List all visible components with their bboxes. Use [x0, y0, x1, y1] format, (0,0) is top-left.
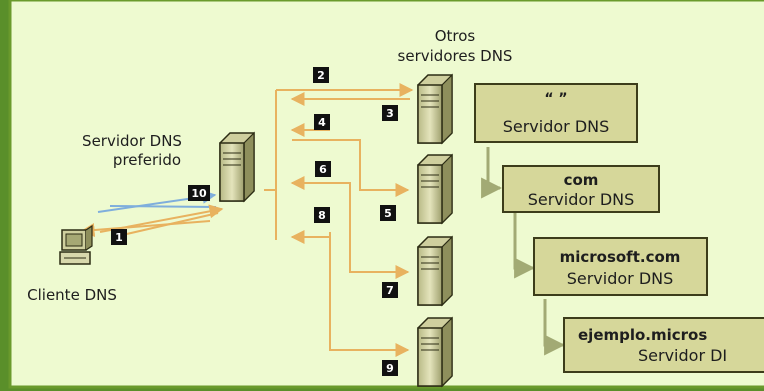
step-badge-3: 3: [382, 105, 398, 121]
zone-box-com: com Servidor DNS: [502, 165, 660, 213]
zone-box-ejemplo: ejemplo.micros Servidor DI: [563, 317, 764, 373]
preferred-server-label-line1: Servidor DNS: [82, 132, 182, 150]
other-servers-label-line2: servidores DNS: [398, 47, 513, 65]
step-badge-2-label: 2: [317, 69, 325, 82]
zone-box-root-name: “ ”: [544, 91, 567, 107]
step-badge-7-label: 7: [386, 284, 394, 297]
step-badge-4: 4: [314, 114, 330, 130]
zone-box-microsoft: microsoft.com Servidor DNS: [533, 237, 708, 296]
step-badge-3-label: 3: [386, 107, 394, 120]
step-badge-9-label: 9: [386, 362, 394, 375]
step-badge-1-label: 1: [115, 231, 123, 244]
step-badge-4-label: 4: [318, 116, 326, 129]
query-bracket: [264, 90, 277, 240]
zone-tree-connectors: [481, 147, 566, 356]
iterative-query-arrows: [276, 83, 414, 357]
zone-box-root: “ ” Servidor DNS: [474, 83, 638, 143]
zone-box-com-name: com: [564, 171, 599, 189]
step-badge-2: 2: [313, 67, 329, 83]
step-badge-6: 6: [315, 161, 331, 177]
root-server-icon: [417, 74, 453, 144]
step-badge-8: 8: [314, 207, 330, 223]
com-server-icon: [417, 154, 453, 224]
step-badge-10: 10: [188, 185, 210, 201]
step-badge-5-label: 5: [384, 207, 392, 220]
step-badge-5: 5: [380, 205, 396, 221]
step-badge-9: 9: [382, 360, 398, 376]
zone-box-ejemplo-name: ejemplo.micros: [578, 326, 707, 344]
client-label: Cliente DNS: [27, 286, 117, 304]
microsoft-server-icon: [417, 236, 453, 306]
step-badge-6-label: 6: [319, 163, 327, 176]
step-badge-1: 1: [111, 229, 127, 245]
client-computer-icon: [59, 224, 93, 265]
ejemplo-server-icon: [417, 317, 453, 387]
preferred-server-icon: [219, 132, 255, 202]
preferred-server-label-line2: preferido: [113, 151, 181, 169]
step-badge-10-label: 10: [191, 187, 207, 200]
other-servers-label-line1: Otros: [435, 27, 476, 45]
step-badge-8-label: 8: [318, 209, 326, 222]
zone-box-microsoft-name: microsoft.com: [560, 248, 681, 266]
zone-box-com-sub: Servidor DNS: [528, 190, 635, 209]
step-badge-7: 7: [382, 282, 398, 298]
zone-box-microsoft-sub: Servidor DNS: [567, 269, 674, 288]
zone-box-root-sub: Servidor DNS: [503, 117, 610, 136]
client-query-arrows: [80, 189, 224, 237]
zone-box-ejemplo-sub: Servidor DI: [638, 346, 727, 365]
